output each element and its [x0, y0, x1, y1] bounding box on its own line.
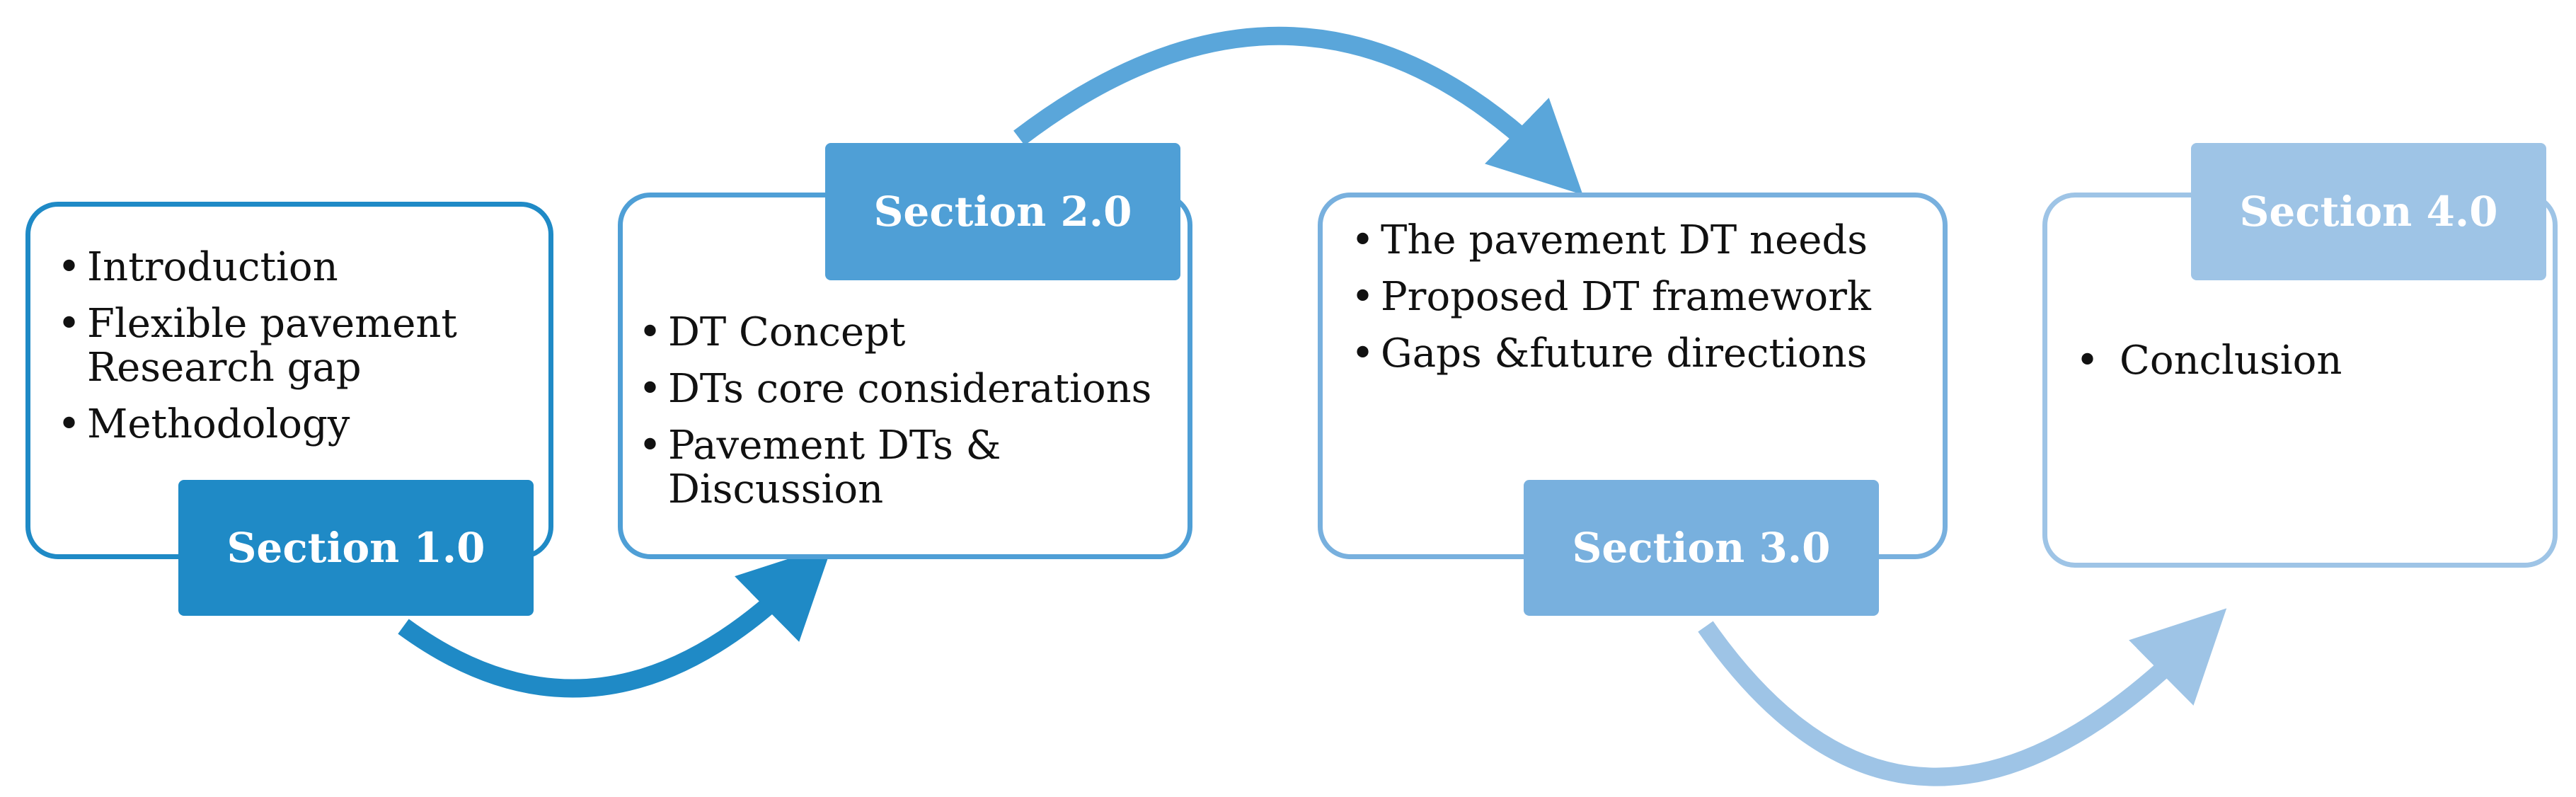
bullet-icon: •: [57, 401, 81, 447]
section-1-list: •Introduction •Flexible pavement Researc…: [57, 246, 524, 447]
section-2-list: •DT Concept •DTs core considerations •Pa…: [638, 311, 1176, 512]
bullet-icon: •: [1351, 274, 1375, 320]
bullet-icon: •: [2076, 338, 2100, 384]
section-1-item: •Flexible pavement Research gap: [57, 301, 457, 391]
section-4-label: Section 4.0: [2191, 143, 2546, 280]
section-3-label: Section 3.0: [1524, 480, 1879, 616]
section-2-item: •DT Concept: [638, 309, 906, 355]
bullet-icon: •: [57, 301, 81, 347]
section-1-item: •Methodology: [57, 401, 350, 447]
bullet-icon: •: [57, 244, 81, 290]
section-3-list: •The pavement DT needs •Proposed DT fram…: [1351, 219, 1931, 376]
bullet-icon: •: [1351, 217, 1375, 263]
section-1-item: •Introduction: [57, 244, 338, 290]
section-3-item: •The pavement DT needs: [1351, 217, 1868, 263]
section-4-list: •Conclusion: [2076, 339, 2529, 383]
arrow-section2-to-section3: [1013, 26, 1583, 195]
bullet-icon: •: [638, 366, 662, 412]
section-4-item: •Conclusion: [2076, 338, 2342, 384]
section-2-label: Section 2.0: [825, 143, 1180, 280]
section-2-item: •DTs core considerations: [638, 366, 1152, 412]
bullet-icon: •: [638, 309, 662, 355]
section-3-item: •Gaps &future directions: [1351, 331, 1868, 377]
section-1-label: Section 1.0: [178, 480, 534, 616]
bullet-icon: •: [638, 423, 662, 469]
section-2-item: •Pavement DTs & Discussion: [638, 423, 1001, 512]
section-3-item: •Proposed DT framework: [1351, 274, 1871, 320]
arrow-section1-to-section2: [398, 544, 833, 698]
bullet-icon: •: [1351, 331, 1375, 377]
arrow-section3-to-section4: [1698, 608, 2227, 786]
section-1-box: •Introduction •Flexible pavement Researc…: [25, 202, 553, 559]
